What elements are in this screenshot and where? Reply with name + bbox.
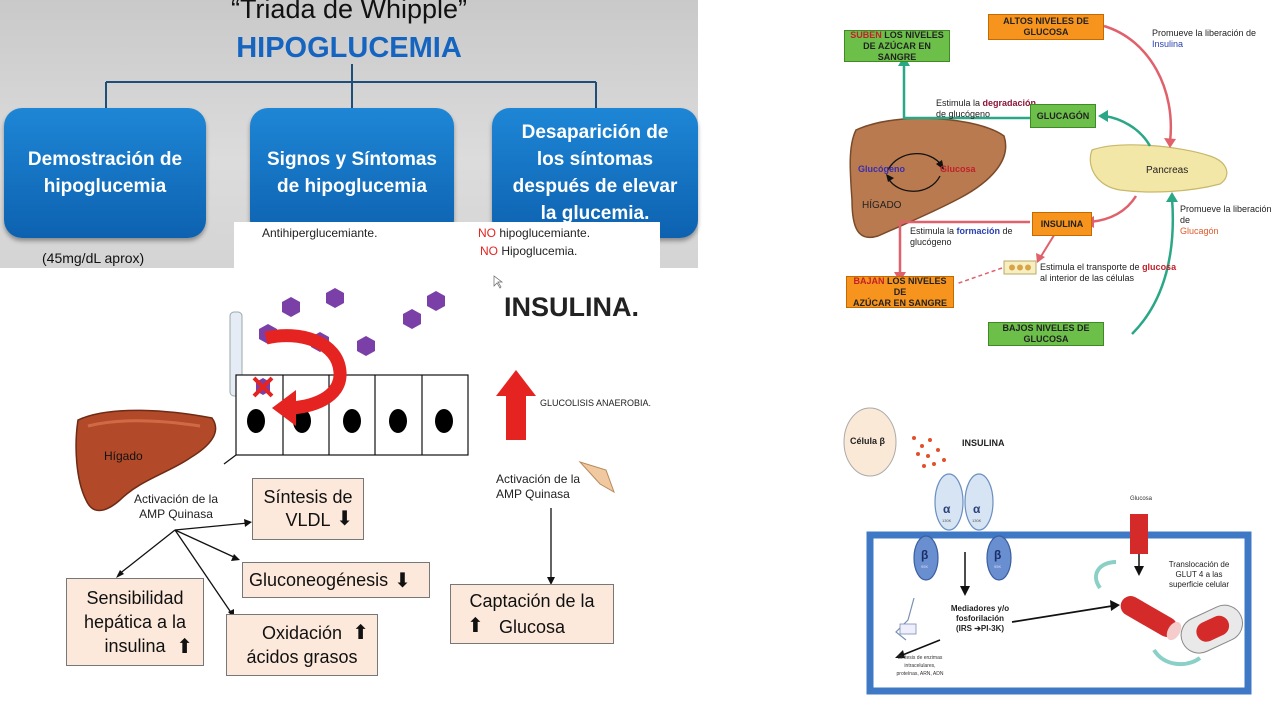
glucagon-word: Glucagón	[1180, 226, 1219, 236]
liver-label: Hígado	[104, 449, 143, 463]
gluconeogenesis-text: Gluconeogénesis	[249, 569, 389, 590]
formacion-word: formación	[956, 226, 1001, 236]
antihyper-label: Antihiperglucemiante.	[262, 226, 378, 240]
glucolisis-label: GLUCOLISIS ANAEROBIA.	[540, 398, 652, 408]
insulina-title: INSULINA.	[504, 292, 639, 322]
oxidacion-text: Oxidación ácidos grasos	[246, 623, 358, 667]
suben-niveles-box: SUBEN LOS NIVELES DE AZÚCAR EN SANGRE	[844, 30, 950, 62]
oxidacion-up-arrow: ⬆	[352, 622, 369, 644]
no-word-1: NO	[478, 226, 496, 240]
estimula-transp-post: al interior de las células	[1040, 273, 1135, 283]
sensibilidad-up-arrow: ⬆	[176, 636, 193, 658]
promueve-ins-text: Promueve la liberación de	[1152, 28, 1257, 38]
alpha-right-label: α	[973, 502, 981, 516]
pancreas-label: Pancreas	[1146, 165, 1189, 176]
mediadores-label: Mediadores y/o fosforilación (IRS ➔PI-3K…	[950, 604, 1010, 633]
estimula-deg-pre: Estimula la	[936, 98, 983, 108]
bajos-niveles-box: BAJOS NIVELES DE GLUCOSA	[988, 322, 1104, 346]
beta-left-kda: 95K	[921, 564, 929, 569]
altos-niveles-box: ALTOS NIVELES DE GLUCOSA	[988, 14, 1104, 40]
whipple-title: “Triada de Whipple”	[230, 0, 468, 24]
hipoglucemiante-text: hipoglucemiante.	[496, 226, 591, 240]
glucosa-word: glucosa	[1142, 262, 1177, 272]
ampk-left-label: Activación de la AMP Quinasa	[133, 492, 219, 521]
whipple-box-demostracion: Demostración de hipoglucemia	[4, 108, 206, 238]
higado-label: HÍGADO	[862, 200, 902, 211]
whipple-subtitle: HIPOGLUCEMIA	[236, 32, 462, 64]
estimula-form-post: de glucógeno	[910, 226, 1013, 247]
sintesis-label: Síntesis de enzimas intracelulares, prot…	[896, 655, 944, 677]
no-word-2: NO	[480, 244, 498, 258]
beta-right-kda: 95K	[994, 564, 1002, 569]
no-hipoglucemia-label: NO Hipoglucemia.	[480, 244, 577, 258]
alpha-right-kda: 130K	[972, 518, 982, 523]
gluconeogenesis-down-arrow: ⬇	[394, 569, 411, 592]
insulina-word: Insulina	[1152, 39, 1184, 49]
whipple-note: (45mg/dL aprox)	[42, 250, 145, 266]
celula-beta-label: Célula β	[850, 436, 886, 446]
oxidacion-box: Oxidación ácidos grasos⬆	[226, 614, 378, 676]
glucagon-box: GLUCAGÓN	[1030, 104, 1096, 128]
estimula-form-pre: Estimula la	[910, 226, 957, 236]
whipple-connectors	[105, 64, 597, 108]
glucosa-label: Glucosa	[940, 164, 976, 174]
gluconeogenesis-box: Gluconeogénesis⬇	[242, 562, 430, 598]
sensibilidad-box: Sensibilidad hepática a la insulina⬆	[66, 578, 204, 666]
alpha-left-label: α	[943, 502, 951, 516]
bajan-word: BAJAN	[853, 275, 885, 286]
insulina-receptor-label: INSULINA	[962, 438, 1005, 448]
whipple-box-desaparicion: Desaparición de los síntomas después de …	[492, 108, 698, 238]
degradacion-word: degradación	[982, 98, 1037, 108]
glucogeno-label: Glucógeno	[858, 164, 905, 174]
glucosa-receptor-label: Glucosa	[1130, 496, 1153, 502]
bajan-text: LOS NIVELES DE AZÚCAR EN SANGRE	[852, 275, 947, 308]
captacion-up-arrow: ⬆	[467, 615, 484, 637]
vldl-box: Síntesis de VLDL⬇	[252, 478, 364, 540]
beta-right-label: β	[994, 548, 1002, 562]
hipoglucemia-text: Hipoglucemia.	[498, 244, 578, 258]
estimula-deg-post: de glucógeno	[936, 109, 991, 119]
ampk-right-label: Activación de la AMP Quinasa	[496, 472, 581, 501]
sensibilidad-text: Sensibilidad hepática a la insulina	[83, 588, 187, 656]
captacion-box: Captación de la Glucosa⬆	[450, 584, 614, 644]
estimula-transporte-label: Estimula el transporte de glucosa al inte…	[1040, 262, 1176, 284]
beta-left-label: β	[921, 548, 929, 562]
no-hipoglucemiante-label: NO hipoglucemiante.	[478, 226, 590, 240]
whipple-triad-panel: “Triada de Whipple” HIPOGLUCEMIA Demostr…	[0, 0, 698, 268]
estimula-transp-pre: Estimula el transporte de	[1040, 262, 1143, 272]
alpha-left-kda: 130K	[942, 518, 952, 523]
estimula-formacion-label: Estimula la formación de glucógeno	[910, 226, 1013, 248]
translocacion-label: Translocación de GLUT 4 a las superficie…	[1168, 560, 1230, 589]
suben-word: SUBEN	[850, 29, 882, 40]
captacion-text: Captación de la Glucosa	[469, 591, 595, 637]
suben-text: LOS NIVELES DE AZÚCAR EN SANGRE	[863, 29, 944, 62]
promueve-glu-text: Promueve la liberación de	[1180, 204, 1272, 225]
insulina-box: INSULINA	[1032, 212, 1092, 236]
vldl-text: Síntesis de VLDL	[263, 487, 353, 530]
bajan-niveles-box: BAJAN LOS NIVELES DE AZÚCAR EN SANGRE	[846, 276, 954, 308]
whipple-box-signos: Signos y Síntomas de hipoglucemia	[250, 108, 454, 238]
vldl-down-arrow: ⬇	[336, 508, 353, 530]
